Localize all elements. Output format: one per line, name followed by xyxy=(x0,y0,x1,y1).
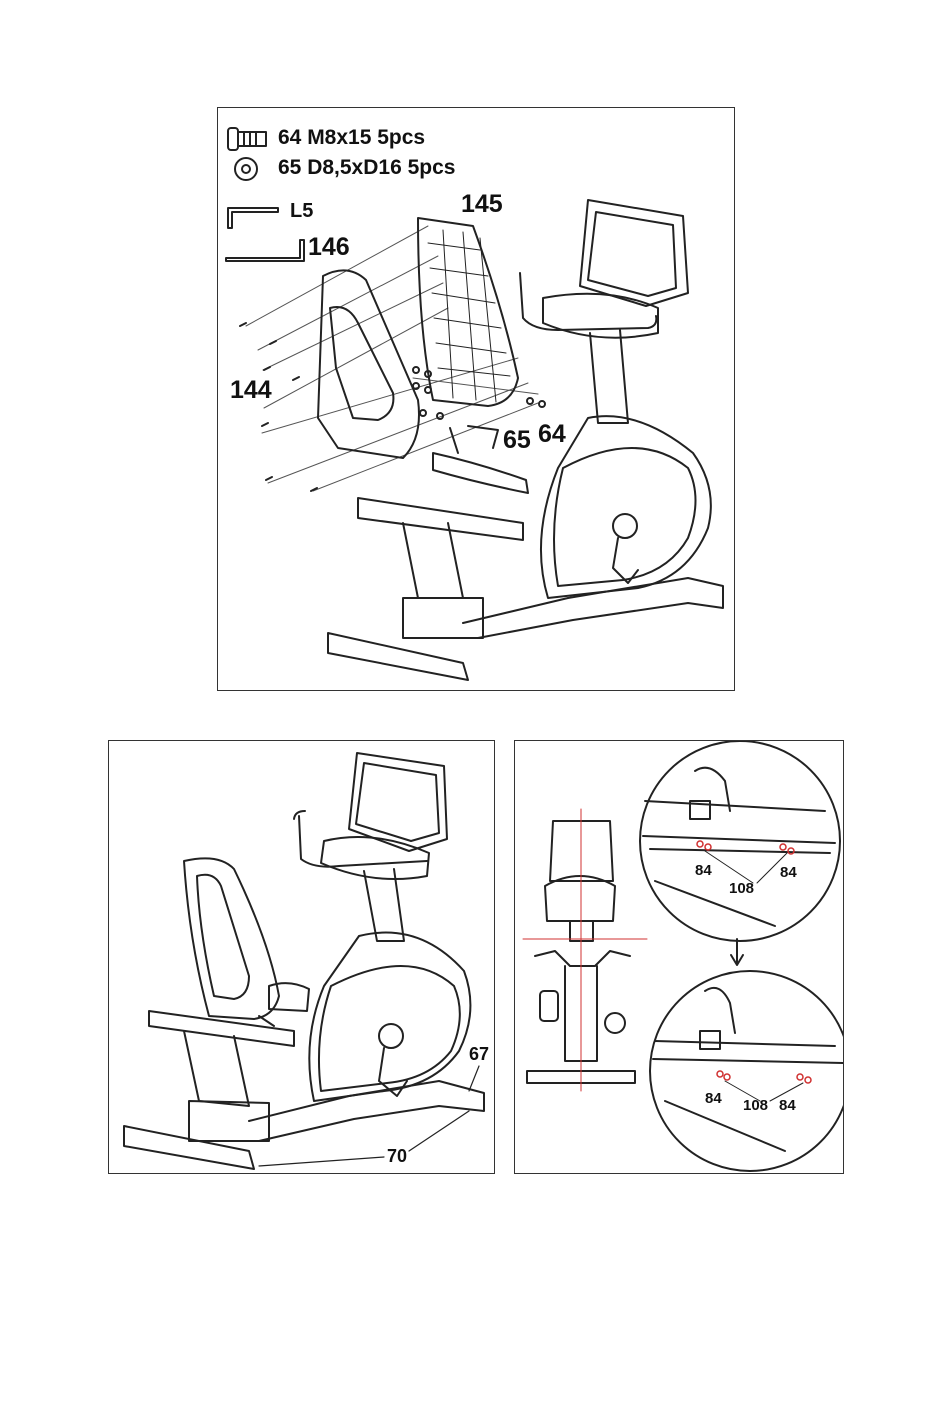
top-assembly-panel: 64 M8x15 5pcs 65 D8,5xD16 5pcs L5 145 14… xyxy=(217,107,735,691)
back-cover-146 xyxy=(318,270,419,458)
legend-wrench-label: L5 xyxy=(290,200,313,223)
detail-top-label-center-108: 108 xyxy=(729,881,754,896)
exploded-fastener-lines xyxy=(246,226,538,491)
alignment-lines xyxy=(523,809,647,1091)
detail-circle-bottom xyxy=(650,971,844,1171)
alignment-detail-panel: 84 108 84 84 108 84 xyxy=(514,740,844,1174)
detail-bottom-label-left-84: 84 xyxy=(705,1091,722,1106)
callout-146: 146 xyxy=(308,235,350,260)
assembled-bike-panel: 67 70 xyxy=(108,740,495,1174)
screwdriver-tool-icon xyxy=(226,240,304,261)
detail-circle-top xyxy=(640,741,840,941)
callout-145: 145 xyxy=(461,192,503,217)
detail-top-label-right-84: 84 xyxy=(780,865,797,880)
allen-wrench-icon xyxy=(228,208,278,228)
callout-144: 144 xyxy=(230,378,272,403)
callout-65: 65 xyxy=(503,428,531,453)
legend-bolt-label: 64 M8x15 5pcs xyxy=(278,126,425,150)
detail-bottom-label-right-84: 84 xyxy=(779,1098,796,1113)
legend-washer-label: 65 D8,5xD16 5pcs xyxy=(278,156,455,180)
detail-bottom-label-center-108: 108 xyxy=(743,1098,768,1113)
backrest-145 xyxy=(418,218,518,406)
assembled-bike-drawing xyxy=(109,741,495,1174)
flywheel-housing xyxy=(541,416,711,598)
callout-70: 70 xyxy=(387,1147,407,1165)
detail-top-label-left-84: 84 xyxy=(695,863,712,878)
callout-67: 67 xyxy=(469,1045,489,1063)
bolt-icon xyxy=(228,128,266,150)
callout-64: 64 xyxy=(538,422,566,447)
washer-icon xyxy=(235,158,257,180)
